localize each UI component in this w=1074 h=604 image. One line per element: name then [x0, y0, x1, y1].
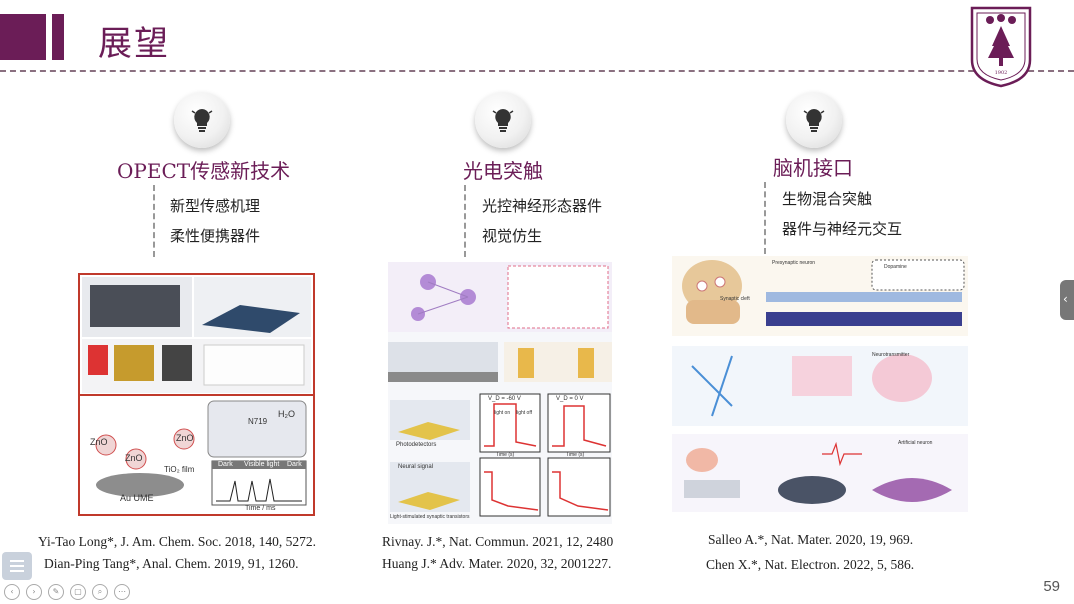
figure-brain-interface: Presynaptic neuron Synaptic cleft Dopami… [672, 256, 968, 512]
previous-icon[interactable]: ‹ [4, 584, 20, 600]
pen-icon[interactable]: ✎ [48, 584, 64, 600]
reference-citation: Dian-Ping Tang*, Anal. Chem. 2019, 91, 1… [44, 556, 299, 571]
lightbulb-icon [475, 92, 531, 148]
menu-icon [10, 570, 24, 572]
figure-label: Time / ms [245, 505, 276, 512]
figure-optoelectronic-synapse: Photodetectors Neural signal Light-stimu… [388, 262, 612, 524]
column-divider-dashed [464, 185, 466, 257]
next-icon[interactable]: › [26, 584, 42, 600]
figure-label: Presynaptic neuron [772, 260, 816, 266]
zoom-icon[interactable]: ⌕ [92, 584, 108, 600]
column-divider-dashed [153, 185, 155, 257]
menu-icon [10, 560, 24, 562]
reference-citation: Huang J.* Adv. Mater. 2020, 32, 2001227. [382, 556, 612, 571]
list-item: 生物混合突触 [782, 190, 873, 208]
playback-controls: ‹ › ✎ ▢ ⌕ ⋯ [4, 584, 130, 600]
figure-label: Photodetectors [396, 442, 437, 448]
menu-icon [10, 565, 24, 567]
reference-citation: Salleo A.*, Nat. Mater. 2020, 19, 969. [708, 532, 914, 547]
chevron-left-icon: ‹ [1063, 292, 1068, 306]
figure-label: ZnO [176, 433, 194, 443]
column-divider-dashed [764, 182, 766, 254]
slides-icon[interactable]: ▢ [70, 584, 86, 600]
figure-label: Au UME [120, 493, 154, 503]
list-item: 器件与神经元交互 [782, 220, 903, 238]
figure-label: V_D = 0 V [556, 396, 584, 402]
figure-label: Dark [218, 461, 233, 468]
column-heading-opect: OPECT传感新技术 [117, 159, 291, 183]
title-accent-bar-small [52, 14, 64, 60]
slide-title: 展望 [98, 24, 170, 64]
reference-citation: Rivnay. J.*, Nat. Commun. 2021, 12, 2480 [382, 534, 614, 549]
figure-label: light off [516, 410, 533, 416]
list-item: 新型传感机理 [170, 197, 261, 215]
figure-label: Synaptic cleft [720, 296, 750, 302]
figure-label: Time (s) [496, 452, 515, 458]
page-number: 59 [1043, 578, 1060, 595]
figure-label: Light-stimulated synaptic transistors [390, 514, 470, 520]
figure-label: Visible light [244, 461, 280, 468]
university-seal-logo: 1902 [970, 6, 1032, 88]
figure-label: ZnO [125, 453, 143, 463]
column-heading-optoelectronic-synapse: 光电突触 [463, 159, 543, 183]
figure-label: Dark [287, 461, 302, 468]
menu-button[interactable] [2, 552, 32, 580]
lightbulb-icon [174, 92, 230, 148]
figure-label: Dopamine [884, 264, 907, 270]
svg-text:1902: 1902 [995, 70, 1008, 76]
figure-label: light on [494, 410, 511, 416]
figure-label: Artificial neuron [898, 440, 933, 446]
title-accent-bar [0, 14, 46, 60]
column-heading-brain-computer-interface: 脑机接口 [773, 156, 853, 180]
more-icon[interactable]: ⋯ [114, 584, 130, 600]
figure-label: Neurotransmitter [872, 352, 910, 358]
side-panel-toggle[interactable]: ‹ [1060, 280, 1074, 320]
list-item: 光控神经形态器件 [482, 197, 603, 215]
figure-label: V_D = -60 V [488, 396, 521, 402]
header-divider [0, 70, 1074, 72]
lightbulb-icon [786, 92, 842, 148]
reference-citation: Yi-Tao Long*, J. Am. Chem. Soc. 2018, 14… [38, 534, 317, 549]
figure-label: N719 [248, 417, 268, 426]
figure-label: Neural signal [398, 464, 434, 470]
figure-label: TiO₂ film [164, 465, 195, 474]
figure-label: Time (s) [566, 452, 585, 458]
figure-label: H₂O [278, 409, 295, 419]
list-item: 视觉仿生 [482, 227, 543, 245]
figure-label: ZnO [90, 437, 108, 447]
reference-citation: Chen X.*, Nat. Electron. 2022, 5, 586. [706, 557, 915, 572]
list-item: 柔性便携器件 [170, 227, 261, 245]
figure-opect-devices: ZnO ZnO ZnO TiO₂ film Au UME H₂O N719 Da… [78, 273, 315, 516]
